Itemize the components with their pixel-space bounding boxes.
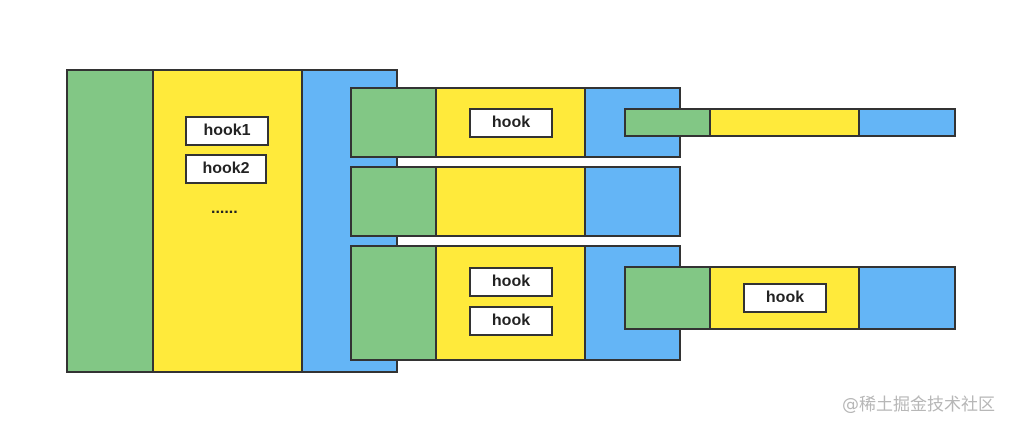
child2-yellow-segment [435,166,587,237]
child3-yellow-segment [435,245,587,361]
root-fiber-yellow-segment [151,69,303,373]
child2-green-segment [350,166,438,237]
child3-green-segment [350,245,438,361]
child3-hook-label-2: hook [469,306,553,336]
root-hook1-label: hook1 [185,116,269,146]
grandchild1-yellow-segment [709,108,861,137]
grandchild2-green-segment [624,266,712,330]
grandchild2-blue-segment [858,266,956,330]
grandchild1-green-segment [624,108,712,137]
root-fiber-green-segment [66,69,154,373]
watermark-text: @稀土掘金技术社区 [842,395,995,415]
root-hook2-label: hook2 [185,154,267,184]
child3-hook-label-1: hook [469,267,553,297]
child1-hook-label: hook [469,108,553,138]
child2-blue-segment [584,166,681,237]
grandchild1-blue-segment [858,108,956,137]
root-ellipsis: ...... [211,200,238,217]
child1-green-segment [350,87,438,158]
grandchild2-hook-label: hook [743,283,827,313]
